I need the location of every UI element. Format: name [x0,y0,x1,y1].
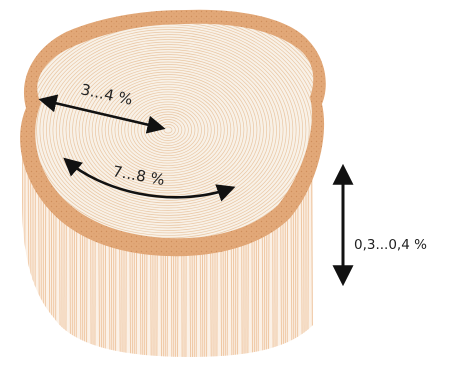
radial-shrinkage-arrow [38,94,166,134]
growth-ring [36,29,300,231]
longitudinal-shrinkage-label: 0,3...0,4 % [354,237,427,253]
tangential-shrinkage-arrow [63,157,236,202]
growth-ring [35,26,303,234]
growth-ring [35,24,307,236]
growth-ring [35,23,310,239]
